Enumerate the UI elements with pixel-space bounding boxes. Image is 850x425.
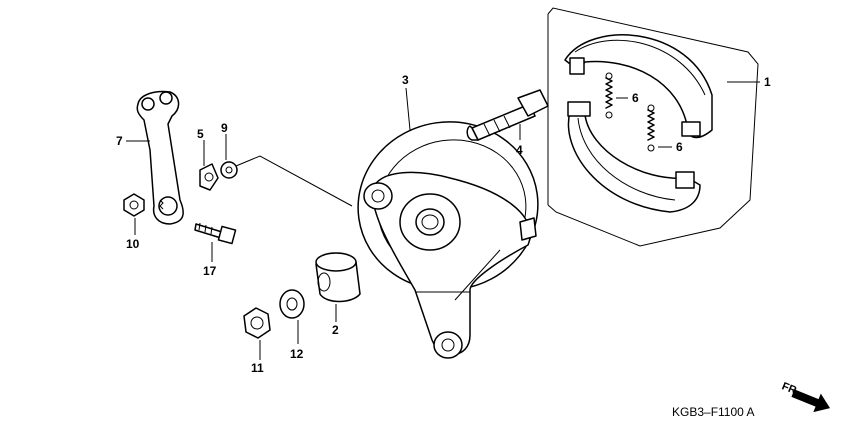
brake-shoe-group-box [547, 7, 759, 247]
callout-6-lower: 6 [676, 140, 683, 154]
nut-11 [243, 307, 271, 339]
washer-12 [279, 289, 305, 319]
brake-panel [357, 121, 539, 359]
bolt-17 [194, 222, 237, 245]
callout-11: 11 [251, 361, 264, 375]
brake-shoe-upper [564, 34, 713, 139]
brake-spring-upper [605, 72, 613, 119]
washer-9 [220, 161, 238, 179]
callout-9: 9 [221, 121, 228, 135]
callout-4: 4 [516, 143, 523, 157]
callout-12: 12 [290, 347, 304, 361]
collar-2 [315, 252, 361, 303]
leader-lines [126, 81, 760, 360]
callout-3: 3 [402, 73, 409, 87]
brake-cam [466, 89, 549, 141]
brake-spring-lower [647, 104, 655, 152]
front-direction-arrow-icon [791, 389, 831, 413]
callout-17: 17 [203, 264, 217, 278]
callout-2: 2 [332, 323, 339, 337]
nut-10 [123, 193, 145, 217]
callout-5: 5 [197, 127, 204, 141]
callout-10: 10 [126, 237, 140, 251]
brake-shoe-lower [567, 101, 701, 213]
indicator-plate [199, 163, 219, 191]
diagram-code: KGB3–F1100 A [672, 405, 755, 419]
brake-arm [136, 90, 184, 225]
callout-7: 7 [116, 134, 123, 148]
callout-1: 1 [764, 75, 771, 89]
callout-6-upper: 6 [632, 91, 639, 105]
